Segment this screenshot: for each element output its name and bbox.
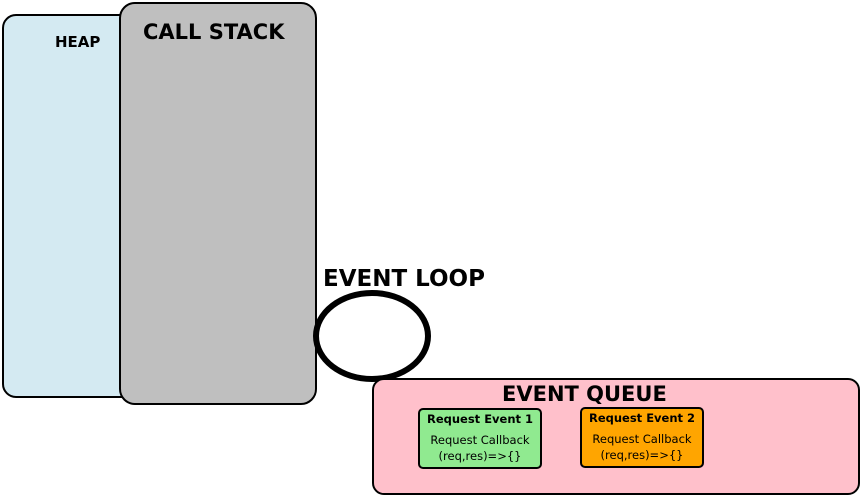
heap-title: HEAP: [55, 33, 101, 51]
call-stack-box: [119, 2, 317, 405]
call-stack-title: CALL STACK: [143, 20, 285, 44]
event-name: Request Event 1: [426, 412, 534, 426]
heap-box: [2, 14, 142, 398]
request-event-card: Request Event 2 Request Callback (req,re…: [580, 407, 704, 468]
event-queue-title: EVENT QUEUE: [502, 382, 667, 406]
event-callback-code: (req,res)=>{}: [600, 448, 684, 462]
event-name: Request Event 2: [588, 411, 696, 425]
event-callback-label: Request Callback: [592, 432, 692, 446]
event-loop-ring: [313, 290, 431, 382]
request-event-card: Request Event 1 Request Callback (req,re…: [418, 408, 542, 469]
event-callback-label: Request Callback: [430, 433, 530, 447]
event-loop-title: EVENT LOOP: [323, 266, 485, 292]
event-callback-code: (req,res)=>{}: [438, 449, 522, 463]
